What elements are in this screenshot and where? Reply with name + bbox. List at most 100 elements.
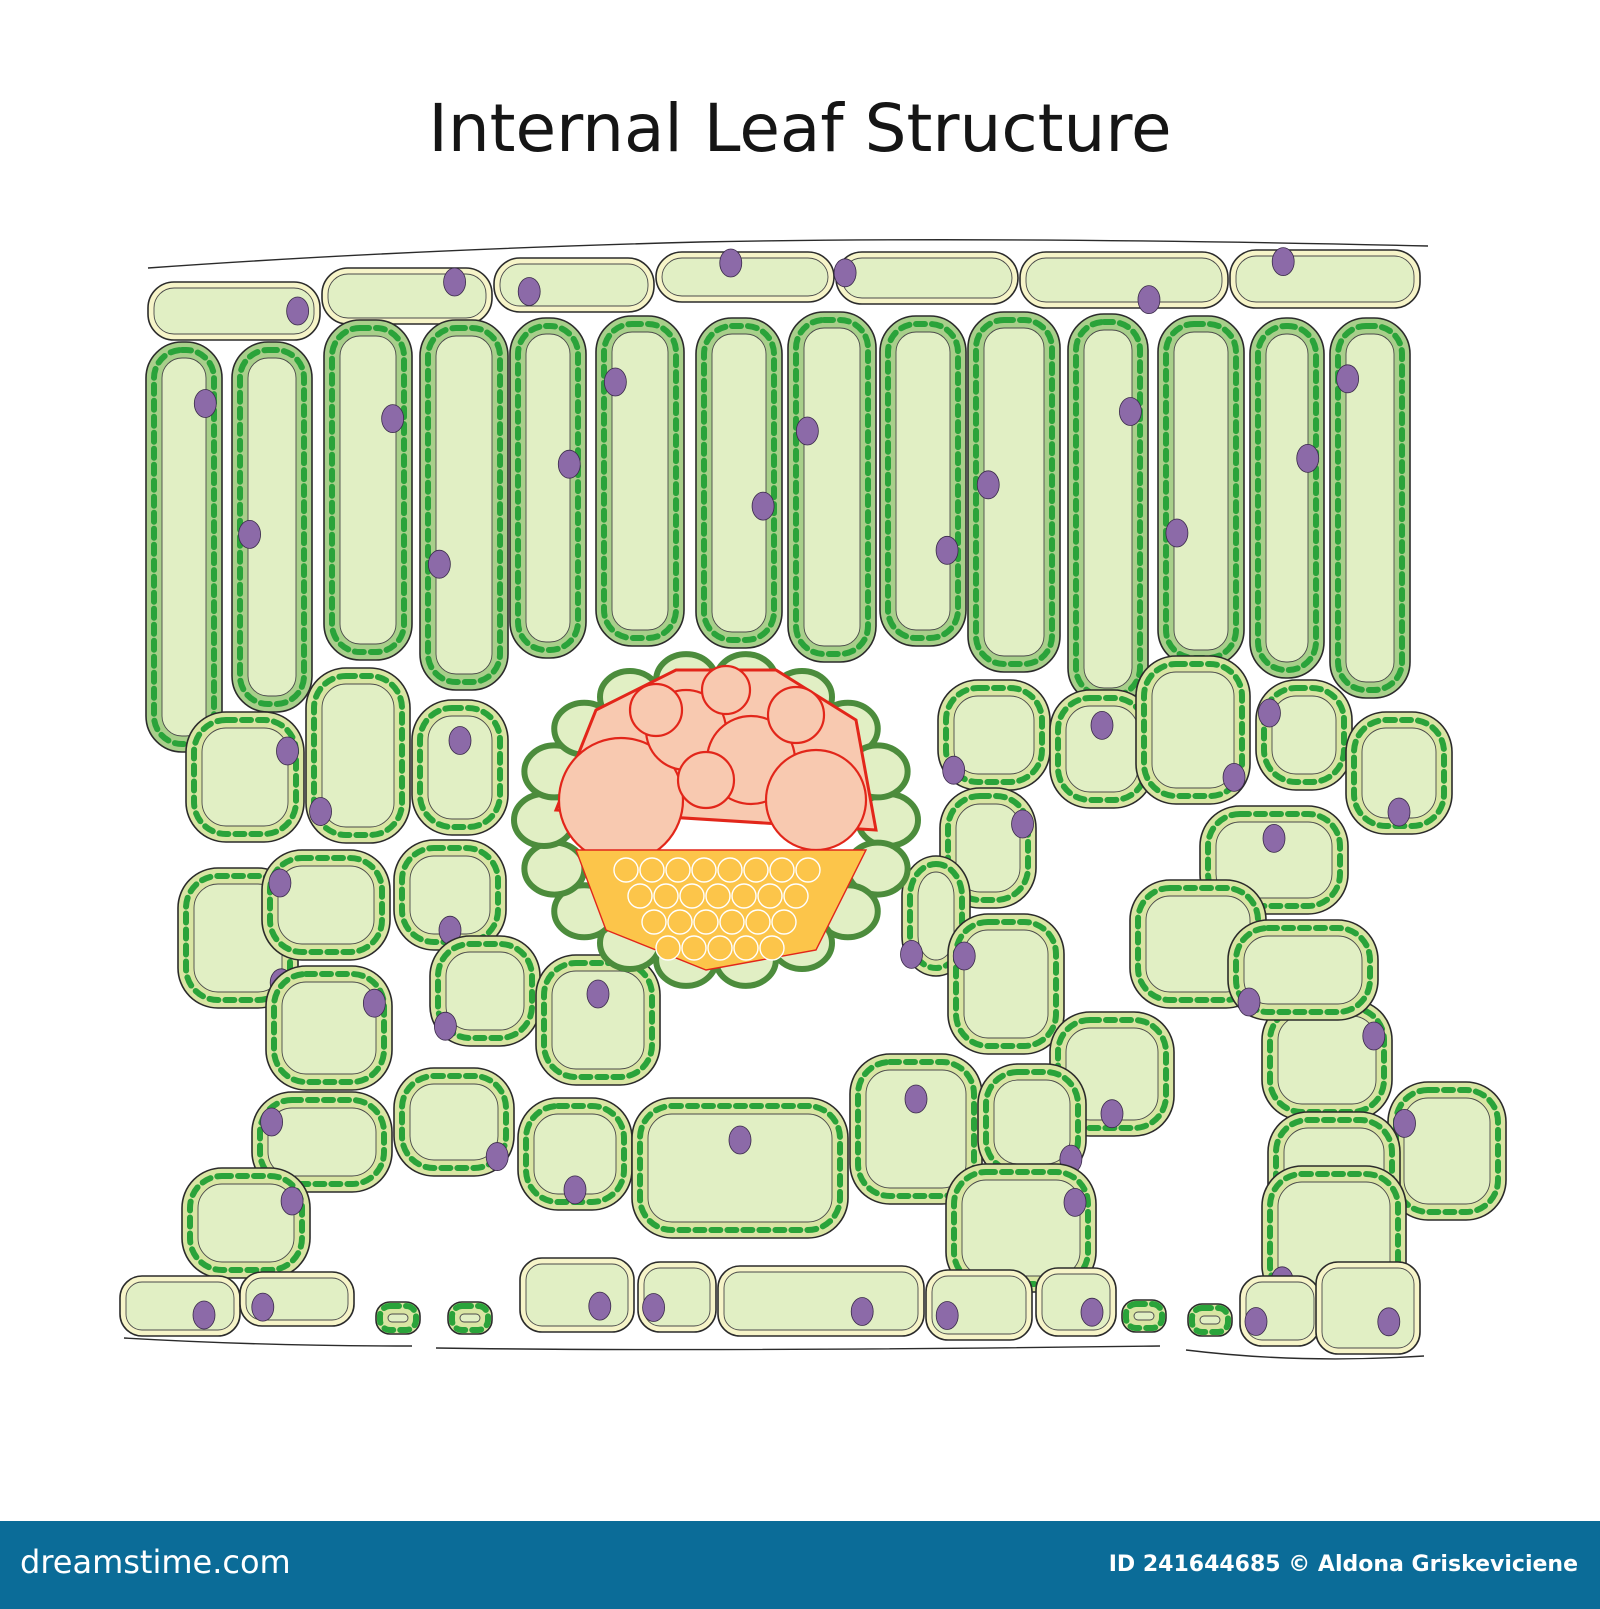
phloem-cell bbox=[641, 909, 667, 935]
phloem-cell bbox=[627, 883, 653, 909]
vacuole bbox=[551, 970, 645, 1070]
epidermis-cell bbox=[1035, 1267, 1117, 1337]
epidermis-cell bbox=[833, 251, 1019, 305]
nucleus bbox=[719, 248, 743, 278]
vacuole bbox=[281, 981, 377, 1075]
chloroplast-ring bbox=[267, 855, 385, 955]
epidermis-cell bbox=[519, 1257, 635, 1333]
phloem-cell bbox=[743, 857, 769, 883]
epidermis-cell bbox=[119, 1275, 241, 1337]
palisade-cell bbox=[1157, 315, 1245, 667]
nucleus bbox=[1119, 397, 1142, 426]
nucleus bbox=[976, 470, 1000, 500]
chloroplast-ring bbox=[311, 673, 405, 838]
vacuole bbox=[1173, 331, 1229, 651]
chloroplast-ring bbox=[793, 317, 871, 657]
vacuole bbox=[1151, 671, 1235, 789]
nucleus bbox=[935, 1301, 959, 1330]
spongy-cell bbox=[977, 1063, 1087, 1181]
guard-cell bbox=[1121, 1299, 1167, 1333]
phloem-cell bbox=[693, 909, 719, 935]
nucleus bbox=[280, 1186, 304, 1216]
nucleus bbox=[1165, 518, 1189, 548]
palisade-cell bbox=[1249, 317, 1325, 679]
epidermis-cell bbox=[1239, 1275, 1321, 1347]
palisade-cell bbox=[967, 311, 1061, 673]
vacuole bbox=[961, 1179, 1081, 1277]
nucleus bbox=[309, 797, 332, 826]
bundle-sheath-cell bbox=[521, 839, 588, 898]
phloem-cell bbox=[771, 909, 797, 935]
palisade-cell bbox=[419, 319, 509, 691]
spongy-cell bbox=[937, 679, 1051, 791]
chloroplast-ring bbox=[515, 323, 581, 653]
epidermis-cell bbox=[717, 1265, 925, 1337]
chloroplast-ring bbox=[151, 347, 217, 747]
nucleus bbox=[443, 267, 467, 297]
nucleus bbox=[193, 389, 217, 418]
chloroplast-ring bbox=[907, 861, 965, 971]
palisade-cell bbox=[323, 319, 413, 661]
vacuole bbox=[153, 287, 315, 335]
nucleus bbox=[485, 1142, 509, 1171]
phloem-cell bbox=[665, 857, 691, 883]
xylem-vessel bbox=[628, 682, 684, 738]
spongy-mesophyll bbox=[177, 655, 1507, 1307]
xylem-vessel bbox=[676, 750, 736, 810]
xylem-vessel bbox=[764, 748, 868, 852]
phloem-cell bbox=[745, 909, 771, 935]
nucleus bbox=[751, 491, 775, 521]
spongy-cell bbox=[251, 1091, 393, 1193]
phloem-cell bbox=[733, 935, 759, 961]
phloem-cell bbox=[757, 883, 783, 909]
nucleus bbox=[563, 1175, 587, 1205]
spongy-cell bbox=[429, 935, 541, 1047]
vacuole bbox=[1133, 1311, 1155, 1321]
nucleus bbox=[642, 1293, 665, 1322]
nucleus bbox=[588, 1291, 612, 1321]
vacuole bbox=[201, 727, 289, 827]
chloroplast-ring bbox=[435, 941, 535, 1041]
chloroplast-ring bbox=[855, 1059, 977, 1199]
palisade-cell bbox=[145, 341, 223, 753]
guard-cell bbox=[447, 1301, 493, 1335]
nucleus bbox=[1336, 364, 1359, 394]
xylem-vessel bbox=[700, 664, 752, 716]
nucleus bbox=[362, 988, 386, 1018]
chloroplast-ring bbox=[637, 1103, 843, 1233]
upper-epidermis bbox=[147, 239, 1429, 341]
epidermis-cell bbox=[321, 267, 493, 325]
phloem-cell bbox=[769, 857, 795, 883]
phloem-cell bbox=[717, 857, 743, 883]
chloroplast-ring bbox=[191, 717, 299, 837]
nucleus bbox=[1271, 247, 1295, 277]
vacuole bbox=[321, 683, 395, 828]
vacuole bbox=[1083, 329, 1133, 689]
vacuole bbox=[525, 333, 571, 643]
vacuole bbox=[427, 715, 493, 820]
spongy-cell bbox=[1345, 711, 1453, 835]
cuticle-line bbox=[147, 239, 1429, 269]
spongy-cell bbox=[1255, 679, 1353, 791]
vacuole bbox=[161, 357, 207, 737]
nucleus bbox=[517, 277, 541, 306]
vacuole bbox=[953, 695, 1035, 775]
vacuole bbox=[1025, 257, 1223, 303]
nucleus bbox=[1377, 1307, 1401, 1337]
palisade-cell bbox=[509, 317, 587, 659]
nucleus bbox=[1244, 1307, 1268, 1336]
chloroplast-ring bbox=[449, 1303, 491, 1333]
spongy-cell bbox=[631, 1097, 849, 1239]
nucleus bbox=[1137, 285, 1161, 315]
phloem-cell bbox=[667, 909, 693, 935]
vacuole bbox=[723, 1271, 919, 1331]
phloem-cell bbox=[707, 935, 733, 961]
epidermis-cell bbox=[1229, 247, 1421, 309]
spongy-cell bbox=[393, 1067, 515, 1177]
phloem-cell bbox=[639, 857, 665, 883]
palisade-cell bbox=[595, 315, 685, 647]
brand-name: dreamstime.com bbox=[20, 1543, 291, 1581]
vacuole bbox=[917, 871, 955, 961]
chloroplast-ring bbox=[1189, 1305, 1231, 1335]
spongy-cell bbox=[947, 913, 1065, 1055]
